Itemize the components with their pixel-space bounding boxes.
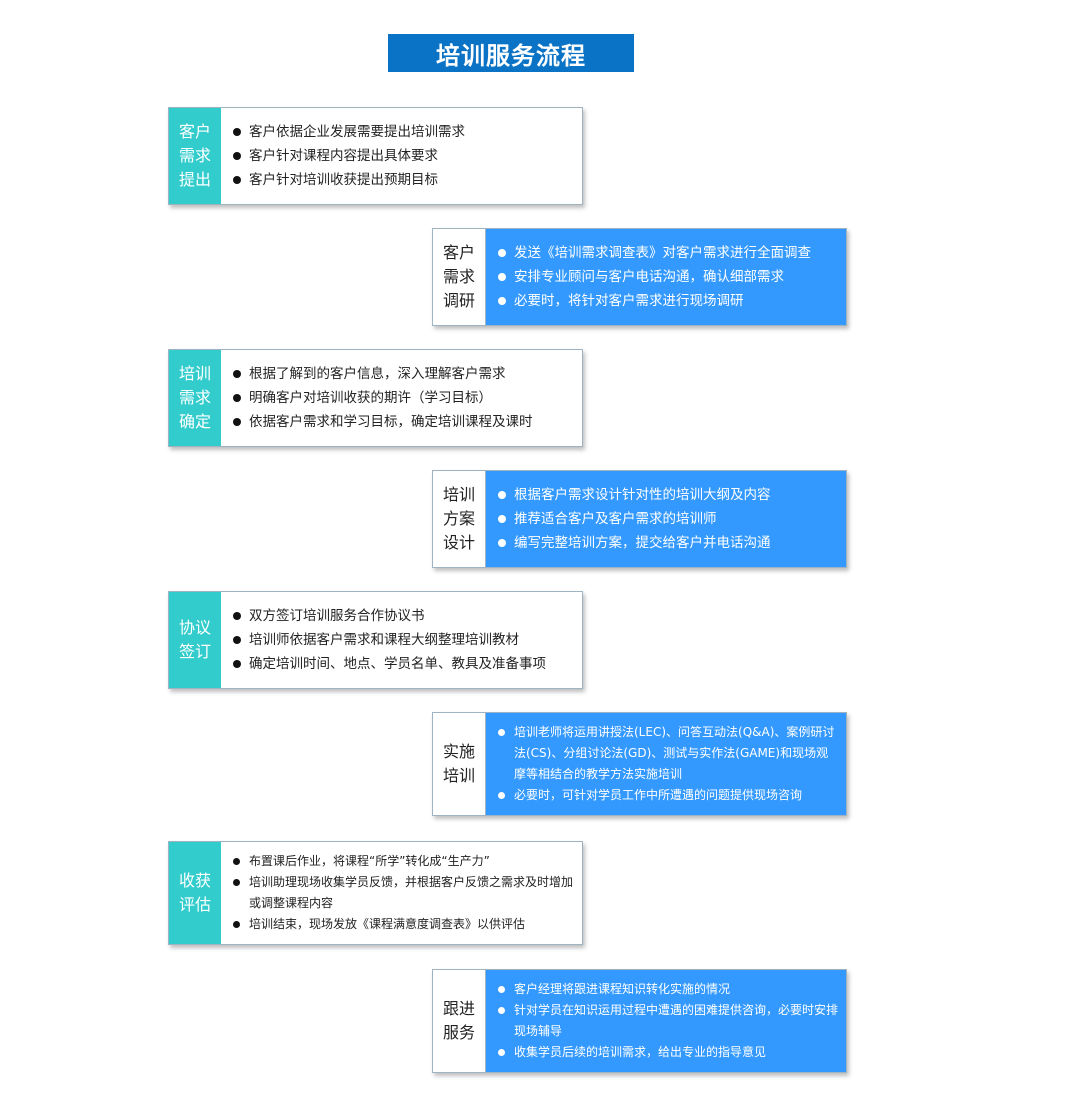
step-items: 根据了解到的客户信息，深入理解客户需求 明确客户对培训收获的期许（学习目标） 依… (221, 350, 582, 446)
step-items: 发送《培训需求调查表》对客户需求进行全面调查 安排专业顾问与客户电话沟通，确认细… (486, 229, 846, 325)
step-item: 培训助理现场收集学员反馈，并根据客户反馈之需求及时增加或调整课程内容 (231, 872, 574, 914)
step-item: 编写完整培训方案，提交给客户并电话沟通 (496, 531, 838, 555)
step-items: 布置课后作业，将课程“所学”转化成“生产力” 培训助理现场收集学员反馈，并根据客… (221, 842, 582, 944)
step-items: 客户依据企业发展需要提出培训需求 客户针对课程内容提出具体要求 客户针对培训收获… (221, 108, 582, 204)
step-item: 明确客户对培训收获的期许（学习目标） (231, 386, 574, 410)
step-agreement-signing: 协议签订 双方签订培训服务合作协议书 培训师依据客户需求和课程大纲整理培训教材 … (168, 591, 583, 689)
step-customer-research: 客户需求调研 发送《培训需求调查表》对客户需求进行全面调查 安排专业顾问与客户电… (432, 228, 847, 326)
step-item: 针对学员在知识运用过程中遭遇的困难提供咨询，必要时安排现场辅导 (496, 1000, 838, 1042)
step-item: 客户经理将跟进课程知识转化实施的情况 (496, 979, 838, 1000)
step-item: 必要时，将针对客户需求进行现场调研 (496, 289, 838, 313)
step-label: 协议签订 (169, 592, 221, 688)
step-item: 培训结束，现场发放《课程满意度调查表》以供评估 (231, 914, 574, 935)
step-label: 客户需求提出 (169, 108, 221, 204)
step-item: 客户针对培训收获提出预期目标 (231, 168, 574, 192)
step-item: 布置课后作业，将课程“所学”转化成“生产力” (231, 851, 574, 872)
step-label: 培训方案设计 (433, 471, 486, 567)
step-item: 客户针对课程内容提出具体要求 (231, 144, 574, 168)
step-label: 跟进服务 (433, 970, 486, 1072)
step-label: 培训需求确定 (169, 350, 221, 446)
step-results-evaluation: 收获评估 布置课后作业，将课程“所学”转化成“生产力” 培训助理现场收集学员反馈… (168, 841, 583, 945)
step-items: 根据客户需求设计针对性的培训大纲及内容 推荐适合客户及客户需求的培训师 编写完整… (486, 471, 846, 567)
step-item: 根据了解到的客户信息，深入理解客户需求 (231, 362, 574, 386)
step-item: 安排专业顾问与客户电话沟通，确认细部需求 (496, 265, 838, 289)
step-item: 双方签订培训服务合作协议书 (231, 604, 574, 628)
step-item: 发送《培训需求调查表》对客户需求进行全面调查 (496, 241, 838, 265)
step-items: 培训老师将运用讲授法(LEC)、问答互动法(Q&A)、案例研讨法(CS)、分组讨… (486, 713, 846, 815)
step-customer-request: 客户需求提出 客户依据企业发展需要提出培训需求 客户针对课程内容提出具体要求 客… (168, 107, 583, 205)
step-needs-confirmation: 培训需求确定 根据了解到的客户信息，深入理解客户需求 明确客户对培训收获的期许（… (168, 349, 583, 447)
step-training-implementation: 实施培训 培训老师将运用讲授法(LEC)、问答互动法(Q&A)、案例研讨法(CS… (432, 712, 847, 816)
step-item: 收集学员后续的培训需求，给出专业的指导意见 (496, 1042, 838, 1063)
step-item: 培训老师将运用讲授法(LEC)、问答互动法(Q&A)、案例研讨法(CS)、分组讨… (496, 722, 838, 785)
step-plan-design: 培训方案设计 根据客户需求设计针对性的培训大纲及内容 推荐适合客户及客户需求的培… (432, 470, 847, 568)
step-item: 根据客户需求设计针对性的培训大纲及内容 (496, 483, 838, 507)
step-item: 必要时，可针对学员工作中所遭遇的问题提供现场咨询 (496, 785, 838, 806)
step-label: 客户需求调研 (433, 229, 486, 325)
step-items: 双方签订培训服务合作协议书 培训师依据客户需求和课程大纲整理培训教材 确定培训时… (221, 592, 582, 688)
step-item: 依据客户需求和学习目标，确定培训课程及课时 (231, 410, 574, 434)
step-item: 确定培训时间、地点、学员名单、教具及准备事项 (231, 652, 574, 676)
step-follow-up-service: 跟进服务 客户经理将跟进课程知识转化实施的情况 针对学员在知识运用过程中遭遇的困… (432, 969, 847, 1073)
step-label: 收获评估 (169, 842, 221, 944)
step-label: 实施培训 (433, 713, 486, 815)
step-item: 培训师依据客户需求和课程大纲整理培训教材 (231, 628, 574, 652)
step-item: 推荐适合客户及客户需求的培训师 (496, 507, 838, 531)
page-title: 培训服务流程 (388, 34, 634, 72)
step-items: 客户经理将跟进课程知识转化实施的情况 针对学员在知识运用过程中遭遇的困难提供咨询… (486, 970, 846, 1072)
step-item: 客户依据企业发展需要提出培训需求 (231, 120, 574, 144)
